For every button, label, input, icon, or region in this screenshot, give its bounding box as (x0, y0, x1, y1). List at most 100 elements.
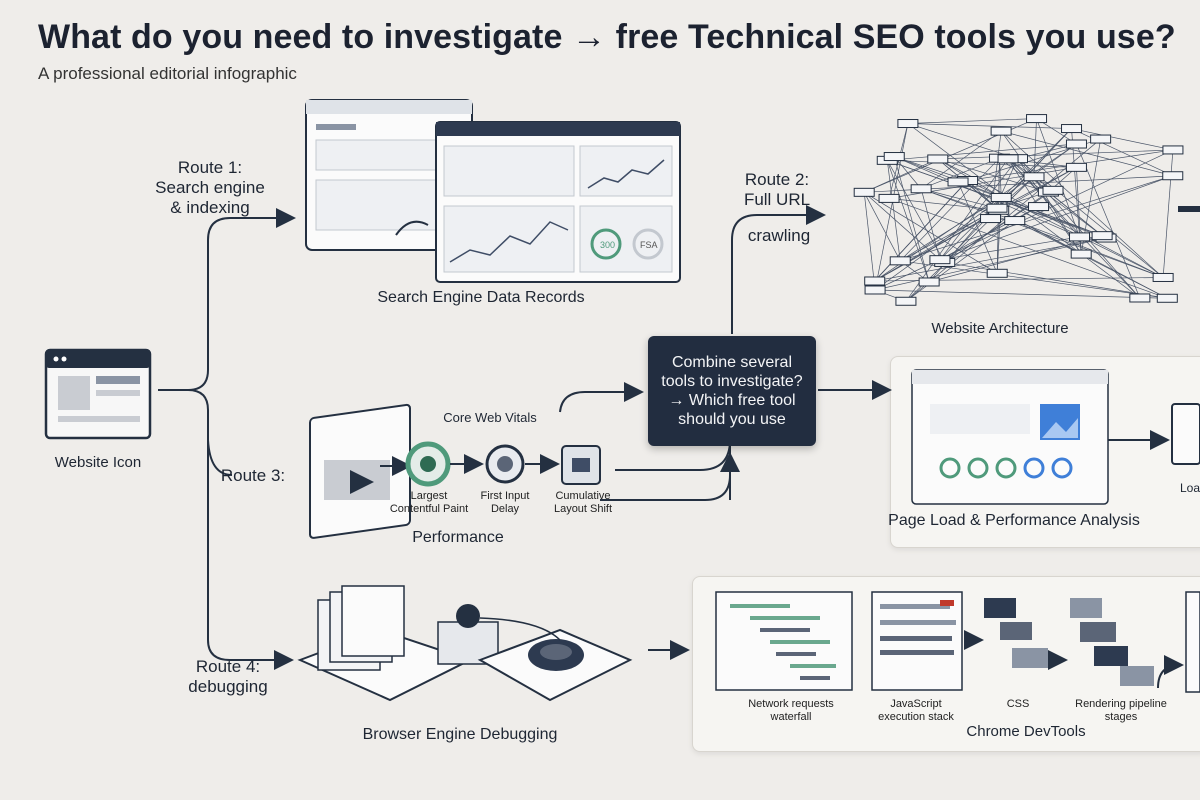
route1-label: Route 1: Search engine & indexing (155, 158, 265, 217)
network-edge (887, 143, 1077, 161)
network-node (980, 214, 1002, 224)
network-edge-bar (1178, 206, 1200, 212)
route3-label: Route 3: (220, 466, 286, 485)
network-edge (1071, 128, 1174, 151)
network-node (1004, 216, 1026, 226)
network-node (1061, 124, 1083, 134)
network-edge (874, 123, 909, 291)
core-web-vitals-chain (380, 441, 601, 487)
network-edge (894, 156, 1080, 238)
network-node (1162, 145, 1184, 155)
network-node (910, 184, 932, 194)
lcp-label: Largest Contentful Paint (389, 490, 469, 515)
network-edge (1076, 143, 1141, 299)
network-edge (907, 123, 1072, 129)
network-node (1091, 231, 1113, 241)
network-edge (921, 188, 1164, 278)
network-edge (875, 289, 1168, 299)
network-edge (1162, 149, 1174, 278)
network-edge (900, 175, 1173, 262)
network-node (1129, 293, 1151, 303)
network-edge (1000, 130, 1035, 177)
network-node (1028, 202, 1050, 212)
route4-label: Route 4: debugging (188, 657, 268, 696)
network-node (1090, 134, 1112, 144)
browser-debugging-illustration (297, 585, 633, 702)
network-edge (921, 188, 998, 209)
network-edge (863, 192, 876, 291)
network-node (927, 154, 949, 164)
network-node (1026, 114, 1048, 124)
network-edge (1001, 130, 1173, 177)
network-node (1069, 232, 1091, 242)
network-node (864, 276, 886, 286)
performance-label: Performance (412, 529, 504, 546)
network-node (929, 255, 951, 265)
network-edge (899, 157, 1000, 262)
page-subtitle: A professional editorial infographic (38, 64, 297, 83)
network-edge (863, 192, 901, 262)
network-edge (887, 160, 1077, 168)
network-node (1070, 249, 1092, 259)
website-label: Website Icon (54, 454, 142, 471)
network-node (986, 203, 1008, 213)
network-edge (1014, 220, 1164, 278)
browser-debugging-label: Browser Engine Debugging (362, 726, 558, 743)
network-node (897, 119, 919, 129)
network-node (883, 152, 905, 162)
network-node (997, 154, 1019, 164)
route2-crawling-label: crawling (747, 226, 811, 245)
network-node (1156, 293, 1178, 303)
network-edge (999, 157, 1103, 236)
network-node (1065, 162, 1087, 172)
network-node (878, 193, 900, 203)
network-edge (886, 160, 930, 283)
network-edge (889, 198, 999, 211)
network-edge (957, 149, 1173, 183)
network-edge (939, 175, 1173, 260)
network-edge (905, 220, 1015, 302)
network-edge (863, 192, 941, 260)
website-architecture-label: Website Architecture (931, 320, 1069, 337)
network-node (1152, 272, 1174, 282)
network-edge (1036, 118, 1080, 238)
page-load-edge-label: Loa (1180, 481, 1200, 495)
cls-label: Cumulative Layout Shift (553, 490, 613, 515)
network-node (864, 285, 886, 295)
network-edge (929, 235, 1103, 283)
network-node (895, 296, 917, 306)
network-edge (893, 156, 922, 190)
network-edge (900, 197, 1002, 262)
network-edge (999, 158, 1002, 198)
devtools-label: Chrome DevTools (966, 723, 1086, 740)
network-edge (1007, 158, 1141, 299)
network-edge (920, 130, 1002, 190)
network-edge (864, 192, 998, 274)
network-edge (875, 237, 1107, 291)
central-question-box: Combine several tools to investigate? → … (648, 336, 816, 446)
network-edge (907, 123, 1018, 159)
network-edge (900, 260, 1168, 299)
network-node (1042, 185, 1064, 195)
devtools-illustration (715, 591, 1200, 693)
network-edge (957, 181, 998, 274)
page-load-label: Page Load & Performance Analysis (888, 512, 1140, 529)
website-icon (44, 348, 152, 440)
dash-metric-b: FSA (640, 240, 658, 250)
network-edge (907, 123, 1141, 299)
network-edge (894, 156, 968, 181)
network-label: Network requests waterfall (748, 698, 834, 723)
network-edge (874, 143, 1077, 291)
network-edge (937, 149, 1173, 160)
network-graph (853, 114, 1184, 306)
network-node (889, 256, 911, 266)
network-node (1162, 171, 1184, 181)
network-node (986, 268, 1008, 278)
page-title: What do you need to investigate → free T… (38, 18, 1176, 56)
search-console-illustration: 300 FSA (305, 99, 681, 283)
network-edge (937, 158, 1049, 193)
search-engine-label: Search Engine Data Records (377, 289, 585, 306)
network-node (1065, 139, 1087, 149)
core-web-vitals-label: Core Web Vitals (443, 410, 537, 425)
